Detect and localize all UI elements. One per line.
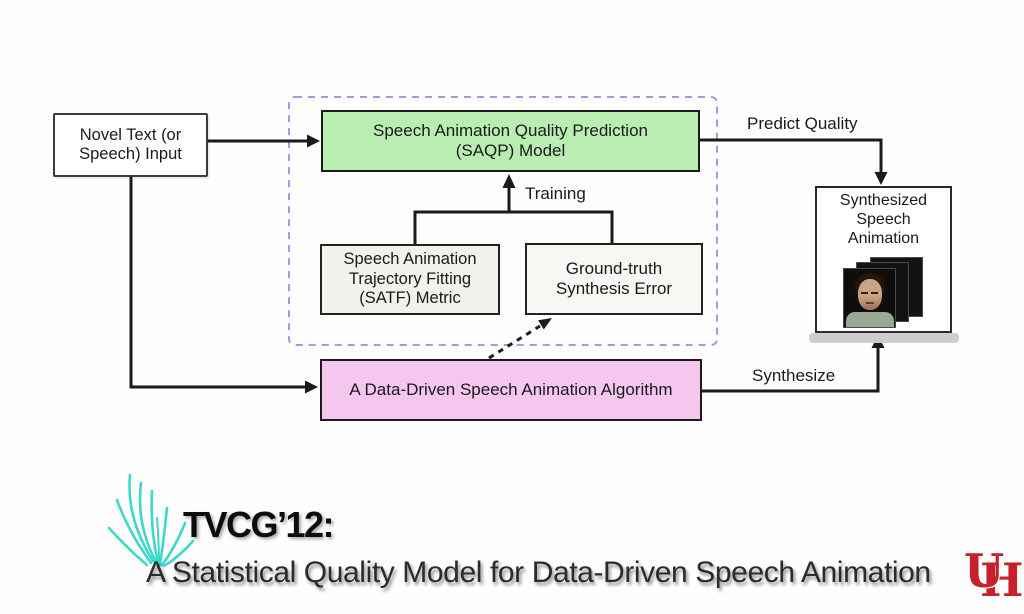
novel-input-line2: Speech) Input — [79, 145, 182, 163]
saqp-model-line2: (SAQP) Model — [455, 141, 566, 160]
satf-metric-line1: Speech Animation — [343, 250, 477, 269]
satf-metric-line3: (SATF) Metric — [359, 289, 461, 308]
synthesized-line3: Animation — [847, 229, 920, 247]
algorithm-label: A Data-Driven Speech Animation Algorithm — [349, 379, 673, 399]
synthesized-line2: Speech — [856, 210, 911, 228]
training-junction — [413, 174, 614, 245]
ground-truth-box: Ground-truth Synthesis Error — [525, 243, 703, 315]
saqp-model-line1: Speech Animation Quality Prediction — [373, 120, 648, 140]
uh-logo-letter-u: U — [964, 544, 1005, 598]
synthesize-label: Synthesize — [752, 366, 836, 385]
arrow-input-to-saqp — [208, 134, 320, 148]
saqp-model-box: Speech Animation Quality Prediction (SAQ… — [321, 110, 700, 172]
dashed-arrow-algorithm-to-groundtruth — [488, 318, 552, 360]
avatar-shirt — [846, 312, 894, 327]
paper-title: A Statistical Quality Model for Data-Dri… — [146, 556, 931, 589]
avatar-brow-left — [861, 292, 868, 294]
ground-truth-line1: Ground-truth — [565, 258, 663, 278]
predict-quality-label: Predict Quality — [747, 114, 858, 133]
grass-logo-icon — [107, 473, 195, 568]
avatar-face — [858, 279, 882, 310]
arrow-predict-quality — [700, 138, 888, 185]
arrow-input-to-algorithm — [129, 175, 318, 394]
synthesized-box-shadow — [809, 333, 959, 343]
synthesized-line1: Synthesized — [839, 192, 928, 209]
training-label: Training — [525, 184, 586, 203]
dashed-training-region — [288, 96, 718, 346]
algorithm-box: A Data-Driven Speech Animation Algorithm — [320, 359, 702, 421]
satf-metric-box: Speech Animation Trajectory Fitting (SAT… — [320, 244, 500, 315]
uh-logo-letter-h: H — [980, 553, 1024, 607]
novel-input-line1: Novel Text (or — [79, 125, 182, 144]
novel-input-box: Novel Text (or Speech) Input — [53, 113, 208, 177]
avatar-brow-right — [871, 292, 878, 294]
ground-truth-line2: Synthesis Error — [555, 279, 673, 298]
satf-metric-line2: Trajectory Fitting — [348, 269, 472, 288]
photo-frame-front — [843, 268, 896, 328]
uh-logo: H U — [964, 548, 1024, 614]
conference-title: TVCG’12: — [183, 504, 335, 545]
avatar-mouth — [866, 302, 874, 304]
